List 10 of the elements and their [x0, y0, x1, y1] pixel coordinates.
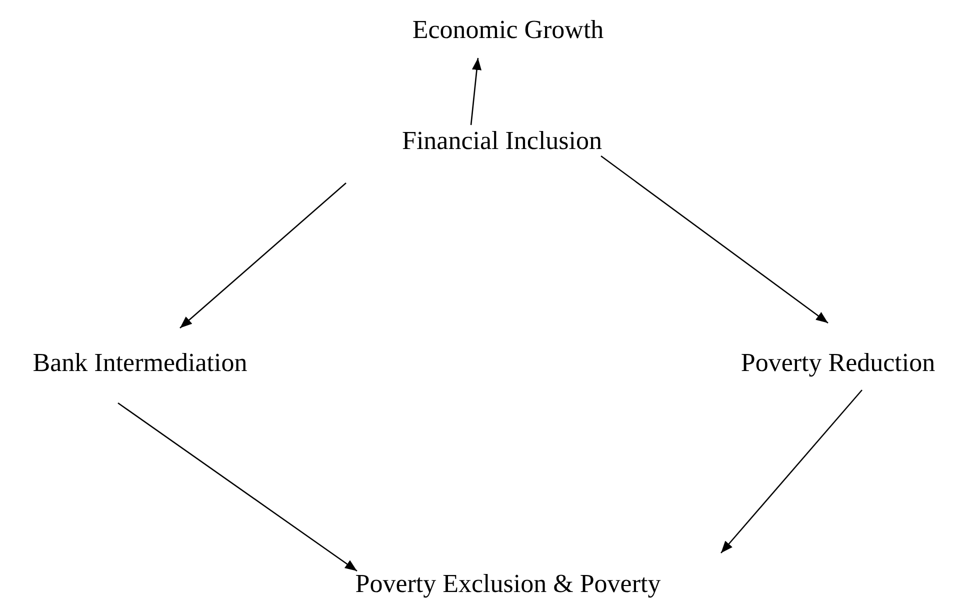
concept-label: Financial Inclusion [402, 126, 602, 156]
arrow [118, 402, 358, 572]
concept-label: Economic Growth [412, 15, 604, 45]
arrow [720, 390, 862, 554]
arrow [470, 58, 482, 126]
concept-label: Bank Intermediation [32, 348, 248, 378]
arrow [600, 155, 828, 324]
arrow [180, 182, 346, 328]
concept-label: Poverty Reduction [740, 348, 936, 378]
concept-label: Poverty Exclusion & Poverty [355, 569, 661, 599]
